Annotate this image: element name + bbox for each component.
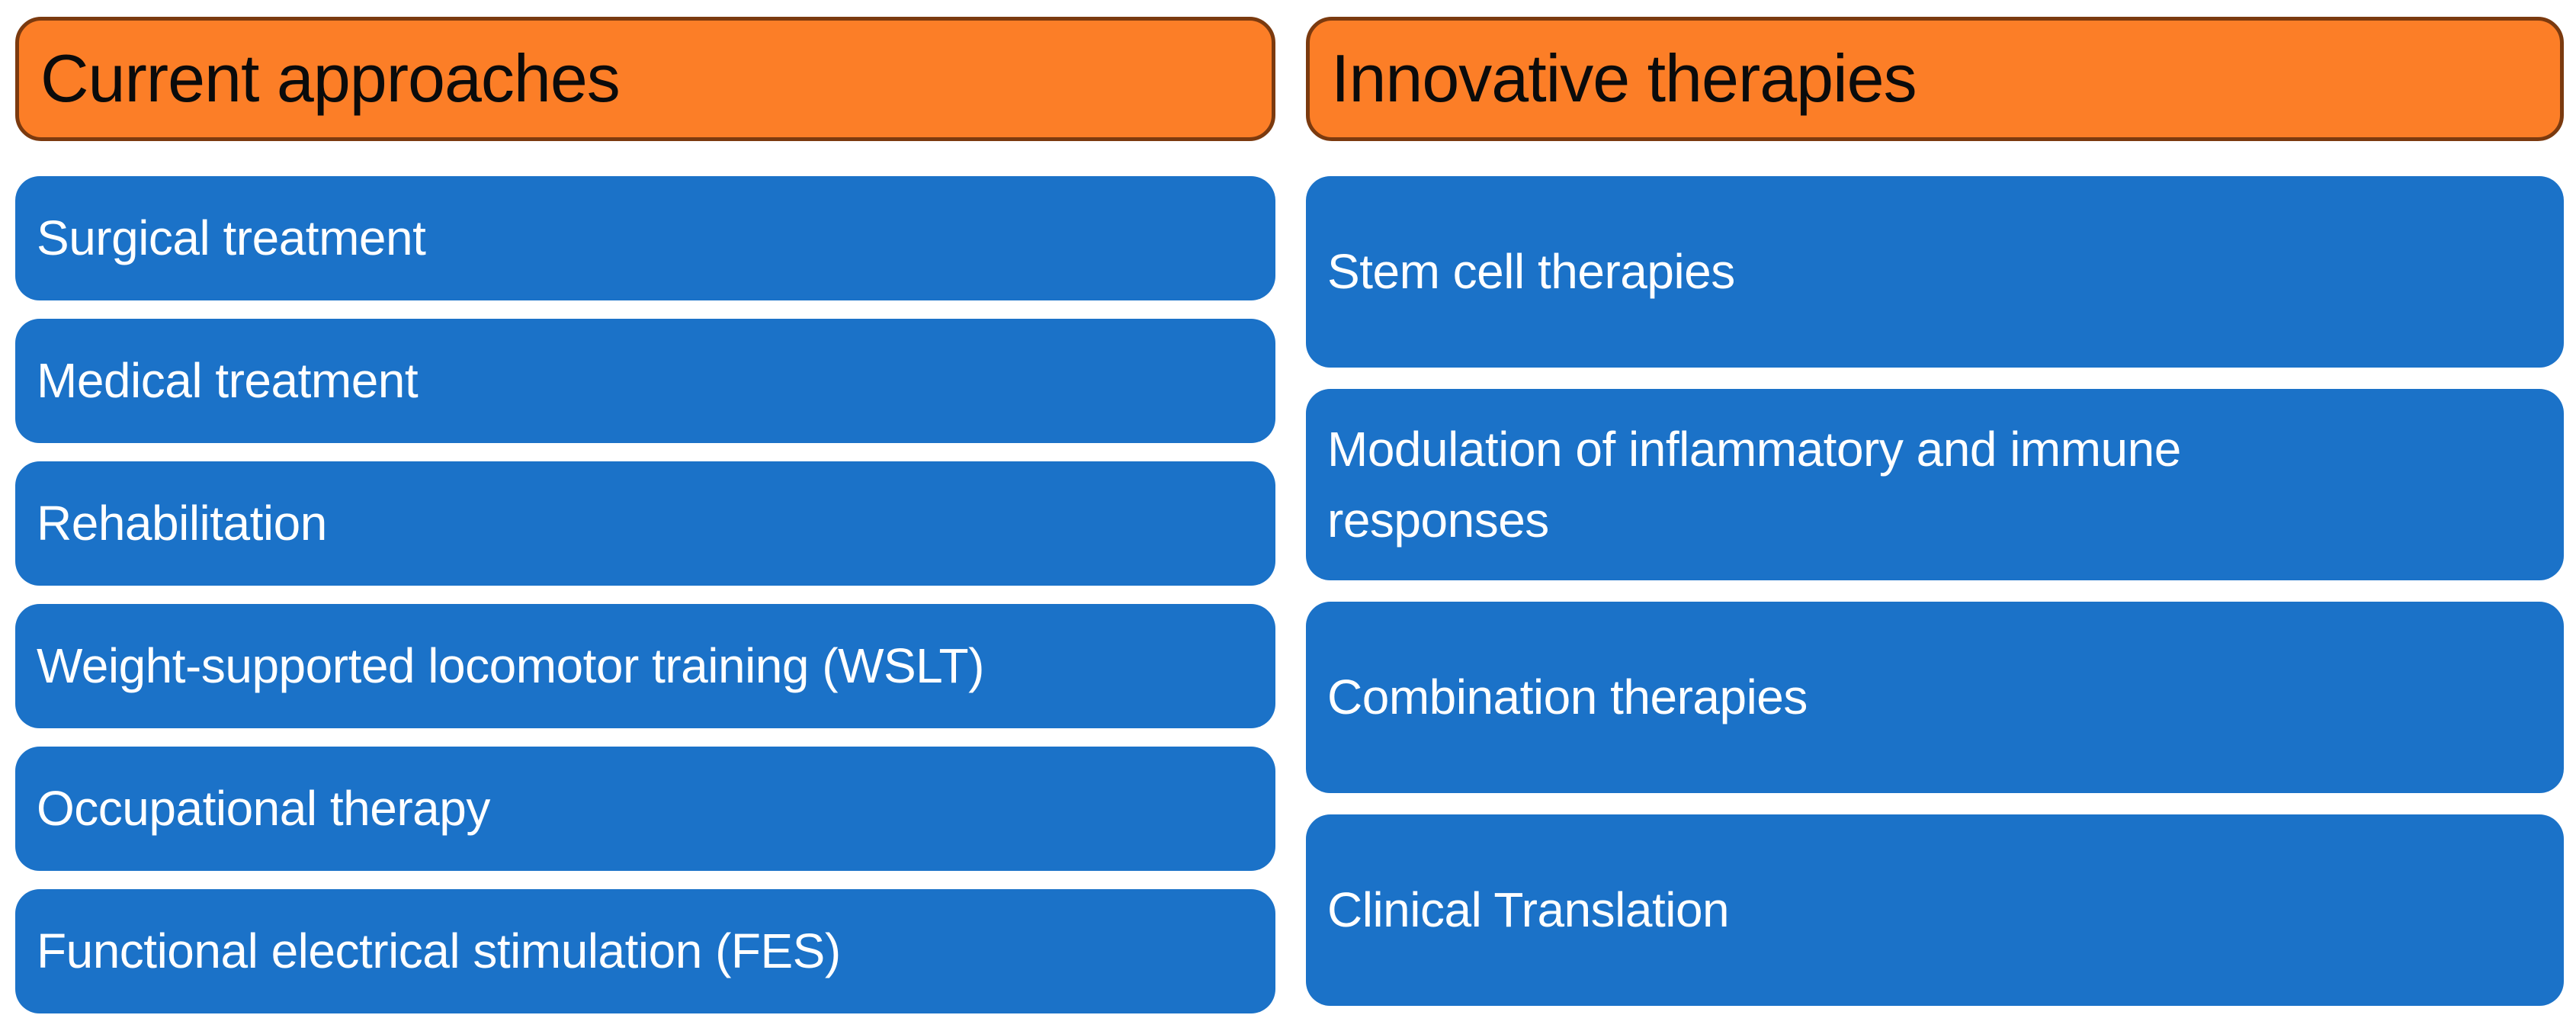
list-item-functional-electrical-stimulation: Functional electrical stimulation (FES) (15, 889, 1275, 1013)
list-item-rehabilitation: Rehabilitation (15, 461, 1275, 586)
list-item-stem-cell-therapies: Stem cell therapies (1306, 176, 2564, 368)
list-item-label: Combination therapies (1327, 670, 1808, 725)
list-item-modulation-inflammatory-immune: Modulation of inflammatory and immune re… (1306, 389, 2564, 580)
list-item-label: Stem cell therapies (1327, 244, 1735, 300)
list-item-label: Modulation of inflammatory and immune re… (1327, 421, 2181, 548)
list-item-label: Medical treatment (37, 353, 419, 409)
column-innovative-therapies: Innovative therapies Stem cell therapies… (1306, 17, 2564, 1015)
list-item-label: Functional electrical stimulation (FES) (37, 923, 841, 979)
list-item-label: Surgical treatment (37, 210, 426, 266)
innovative-therapies-header: Innovative therapies (1306, 17, 2564, 141)
list-item-medical-treatment: Medical treatment (15, 319, 1275, 443)
list-item-combination-therapies: Combination therapies (1306, 602, 2564, 793)
list-item-occupational-therapy: Occupational therapy (15, 747, 1275, 871)
list-item-weight-supported-locomotor-training: Weight-supported locomotor training (WSL… (15, 604, 1275, 728)
list-item-label: Clinical Translation (1327, 882, 1730, 938)
column-current-approaches: Current approaches Surgical treatment Me… (15, 17, 1275, 1015)
list-item-label: Occupational therapy (37, 781, 490, 837)
list-item-clinical-translation: Clinical Translation (1306, 814, 2564, 1006)
list-item-label: Weight-supported locomotor training (WSL… (37, 638, 984, 694)
list-item-label: Rehabilitation (37, 496, 327, 551)
current-approaches-header: Current approaches (15, 17, 1275, 141)
list-item-surgical-treatment: Surgical treatment (15, 176, 1275, 300)
